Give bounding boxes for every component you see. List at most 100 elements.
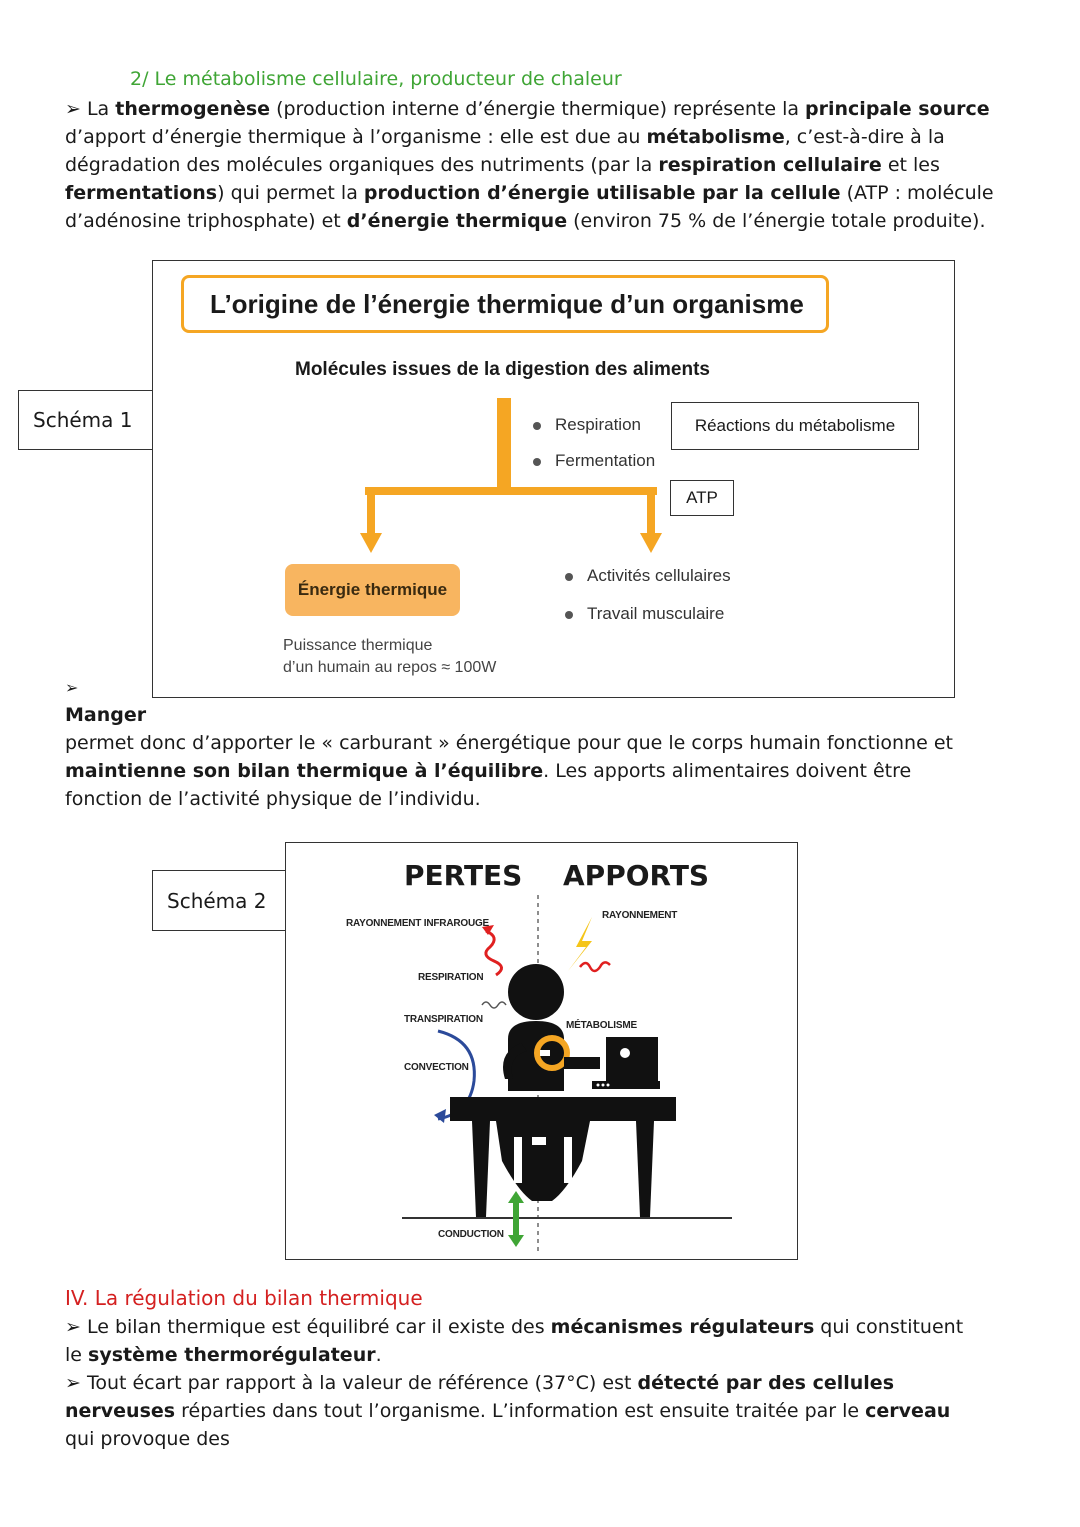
bullet-icon	[533, 421, 541, 430]
text-run: (environ 75 % de l’énergie totale produi…	[567, 210, 986, 232]
flow-left-arrowhead	[360, 533, 382, 553]
text-run: . Les apports alimentaires doivent être …	[65, 760, 912, 810]
text-run: qui provoque des	[65, 1428, 230, 1450]
leg-gap-right	[564, 1137, 572, 1183]
use-travail-label: Travail musculaire	[587, 604, 725, 623]
flow-right-arrowhead	[640, 533, 662, 553]
text-run: permet donc d’apporter le « carburant » …	[65, 732, 953, 754]
atp-box: ATP	[670, 480, 734, 516]
conduction-shaft	[513, 1200, 519, 1240]
bold-text: production d’énergie utilisable par la c…	[363, 182, 841, 204]
person-head	[508, 964, 564, 1020]
bold-text: mécanismes régulateurs	[550, 1316, 815, 1338]
bold-text: respiration cellulaire	[658, 154, 882, 176]
conduction-arrow-down-icon	[508, 1235, 524, 1247]
manger-word: Manger	[65, 704, 147, 726]
energie-thermique-box: Énergie thermique	[285, 564, 460, 616]
flow-right-line	[647, 491, 655, 533]
infrared-wave-icon	[484, 929, 503, 977]
text-run: ➢ Le bilan thermique est équilibré car i…	[65, 1316, 551, 1338]
label-respiration: RESPIRATION	[418, 972, 484, 983]
bold-text: maintienne son bilan thermique à l’équil…	[65, 760, 544, 782]
process-fermentation: Fermentation	[533, 451, 655, 471]
chair-seat-gap	[532, 1137, 546, 1145]
person-hand	[564, 1057, 600, 1069]
flow-bar	[365, 487, 657, 495]
manger-arrow: ➢	[65, 678, 79, 697]
bold-text: thermogenèse	[115, 98, 271, 120]
table-top	[450, 1097, 676, 1121]
puissance-line1: Puissance thermique	[283, 637, 433, 654]
paragraph-manger: permet donc d’apporter le « carburant » …	[65, 729, 965, 813]
bold-text: fermentations	[65, 182, 218, 204]
lightning-icon	[568, 917, 592, 971]
apports-heading: APPORTS	[563, 859, 710, 892]
text-run: et les	[881, 154, 940, 176]
text-run: d’apport d’énergie thermique à l’organis…	[65, 126, 647, 148]
use-travail: Travail musculaire	[565, 604, 724, 624]
text-run: réparties dans tout l’organisme. L’infor…	[175, 1400, 866, 1422]
label-rayonnement: RAYONNEMENT	[602, 910, 678, 921]
pertes-heading: PERTES	[404, 859, 523, 892]
reactions-box: Réactions du métabolisme	[671, 402, 919, 450]
paragraph-regulateurs: ➢ Le bilan thermique est équilibré car i…	[65, 1313, 985, 1369]
schema2-label: Schéma 2	[152, 870, 286, 931]
label-metabolisme: MÉTABOLISME	[566, 1020, 637, 1031]
text-run: (production interne d’énergie thermique)…	[270, 98, 806, 120]
table-leg-right	[636, 1121, 654, 1217]
text-run: ➢ La	[65, 98, 116, 120]
bold-text: détecté par des cellules nerveuses	[65, 1372, 894, 1422]
leg-gap-left	[514, 1137, 522, 1183]
section-title-metabolisme: 2/ Le métabolisme cellulaire, producteur…	[130, 68, 622, 90]
breath-icon	[481, 1001, 507, 1009]
table-leg-left	[472, 1121, 490, 1217]
text-run: .	[375, 1344, 382, 1366]
schema2-frame: PERTES APPORTS RAYONNEMENT INFRAROUGE RA…	[285, 842, 798, 1260]
process-respiration-label: Respiration	[555, 415, 641, 434]
schema2-illustration	[402, 895, 732, 1253]
schema1-title: L’origine de l’énergie thermique d’un or…	[181, 275, 829, 333]
bold-text: métabolisme	[646, 126, 785, 148]
text-run: ) qui permet la	[217, 182, 364, 204]
puissance-line2: d’un humain au repos ≈ 100W	[283, 659, 497, 676]
label-transpiration: TRANSPIRATION	[404, 1014, 483, 1025]
person-arm	[503, 1043, 527, 1079]
flow-left-line	[367, 491, 375, 533]
convection-arrowhead	[434, 1109, 446, 1123]
text-run: , c’est-à-dire à la dégradation des molé…	[65, 126, 945, 176]
schema1-label: Schéma 1	[18, 390, 153, 450]
schema1-frame: L’origine de l’énergie thermique d’un or…	[152, 260, 955, 698]
laptop-dot	[620, 1048, 630, 1058]
flow-stem	[497, 398, 511, 494]
bullet-icon	[565, 610, 573, 619]
bullet-icon	[533, 457, 541, 466]
schema1-arrows	[360, 398, 662, 553]
bold-text: système thermorégulateur	[88, 1344, 376, 1366]
radiation-squiggle-icon	[579, 961, 611, 973]
bold-text: cerveau	[865, 1400, 951, 1422]
laptop-base	[592, 1081, 660, 1089]
metabolism-cycle-icon	[534, 1035, 570, 1071]
section-title-regulation: IV. La régulation du bilan thermique	[65, 1286, 423, 1310]
label-conduction: CONDUCTION	[438, 1229, 504, 1240]
bold-text: d’énergie thermique	[346, 210, 568, 232]
infrared-arrowhead	[482, 925, 494, 935]
process-respiration: Respiration	[533, 415, 641, 435]
text-run: ➢ Tout écart par rapport à la valeur de …	[65, 1372, 638, 1394]
person-legs	[496, 1121, 590, 1201]
use-activites-label: Activités cellulaires	[587, 566, 731, 585]
laptop-screen	[606, 1037, 658, 1083]
bullet-icon	[565, 572, 573, 581]
use-activites: Activités cellulaires	[565, 566, 731, 586]
paragraph-ecart: ➢ Tout écart par rapport à la valeur de …	[65, 1369, 985, 1453]
schema1-molecules: Molécules issues de la digestion des ali…	[295, 359, 710, 380]
text-run: (ATP : molécule d’adénosine triphosphate…	[65, 182, 994, 232]
label-convection: CONVECTION	[404, 1062, 469, 1073]
puissance-thermique: Puissance thermique d’un humain au repos…	[283, 635, 496, 679]
conduction-arrow-up-icon	[508, 1191, 524, 1203]
text-run: qui constituent le	[65, 1316, 964, 1366]
process-fermentation-label: Fermentation	[555, 451, 656, 470]
metabolism-cycle-gap	[540, 1050, 550, 1056]
label-rayonnement-infrarouge: RAYONNEMENT INFRAROUGE	[346, 918, 490, 929]
bold-text: principale source	[805, 98, 990, 120]
